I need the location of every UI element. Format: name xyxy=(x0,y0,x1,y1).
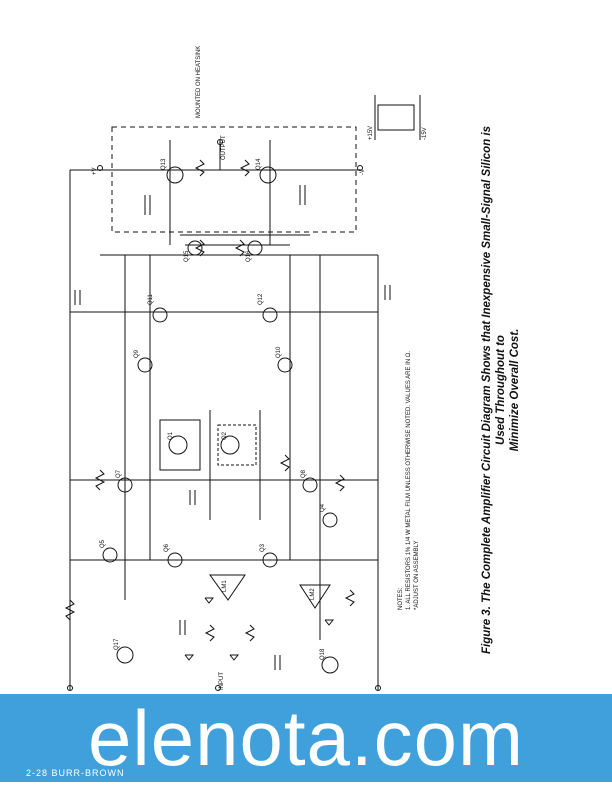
label-q18: Q18 xyxy=(320,648,326,660)
label-q5: Q5 xyxy=(100,539,106,548)
heatsink-boundary xyxy=(111,126,357,233)
label-q4: Q4 xyxy=(320,503,326,512)
label-minus-15: -15V xyxy=(422,127,428,140)
label-lm2: LM2 xyxy=(310,588,316,600)
note-2: *ADJUST ON ASSEMBLY xyxy=(414,541,420,610)
amplifier-schematic: OUTPUT MOUNTED ON HEATSINK INPUT +V -V +… xyxy=(64,46,428,691)
label-q14: Q14 xyxy=(256,158,262,170)
label-q7: Q7 xyxy=(116,469,122,478)
label-input: INPUT xyxy=(219,672,225,690)
watermark-banner: elenota.com xyxy=(0,694,612,782)
label-q10: Q10 xyxy=(276,346,282,358)
label-q12: Q12 xyxy=(258,293,264,305)
label-q3: Q3 xyxy=(260,543,266,552)
label-q8: Q8 xyxy=(301,469,307,478)
label-q17: Q17 xyxy=(114,638,120,650)
notes-title: NOTES: xyxy=(398,587,404,610)
banner-text: elenota.com xyxy=(88,694,524,782)
label-minus-vs: -V xyxy=(360,169,366,175)
figure-caption: Figure 3. The Complete Amplifier Circuit… xyxy=(480,120,521,660)
label-q11: Q11 xyxy=(148,293,154,305)
caption-line-2: Minimize Overall Cost. xyxy=(509,328,521,452)
label-mounted: MOUNTED ON HEATSINK xyxy=(196,46,202,118)
label-q6: Q6 xyxy=(164,543,170,552)
label-q9: Q9 xyxy=(134,349,140,358)
caption-line-1: Figure 3. The Complete Amplifier Circuit… xyxy=(481,125,507,655)
note-1: 1. ALL RESISTORS 1% 1/4 W METAL FILM UNL… xyxy=(406,351,412,610)
component-labels: OUTPUT MOUNTED ON HEATSINK INPUT +V -V +… xyxy=(92,46,428,690)
label-q16: Q16 xyxy=(246,250,252,262)
label-q2: Q2 xyxy=(222,431,228,440)
label-q1: Q1 xyxy=(168,431,174,440)
label-lm1: LM1 xyxy=(222,580,228,592)
label-output: OUTPUT xyxy=(221,135,227,160)
page-footer: 2-28 BURR-BROWN xyxy=(26,768,125,778)
label-plus-15: +15V xyxy=(368,126,374,140)
label-q15: Q15 xyxy=(184,250,190,262)
label-plus-vs: +V xyxy=(92,167,98,175)
label-q13: Q13 xyxy=(161,158,167,170)
